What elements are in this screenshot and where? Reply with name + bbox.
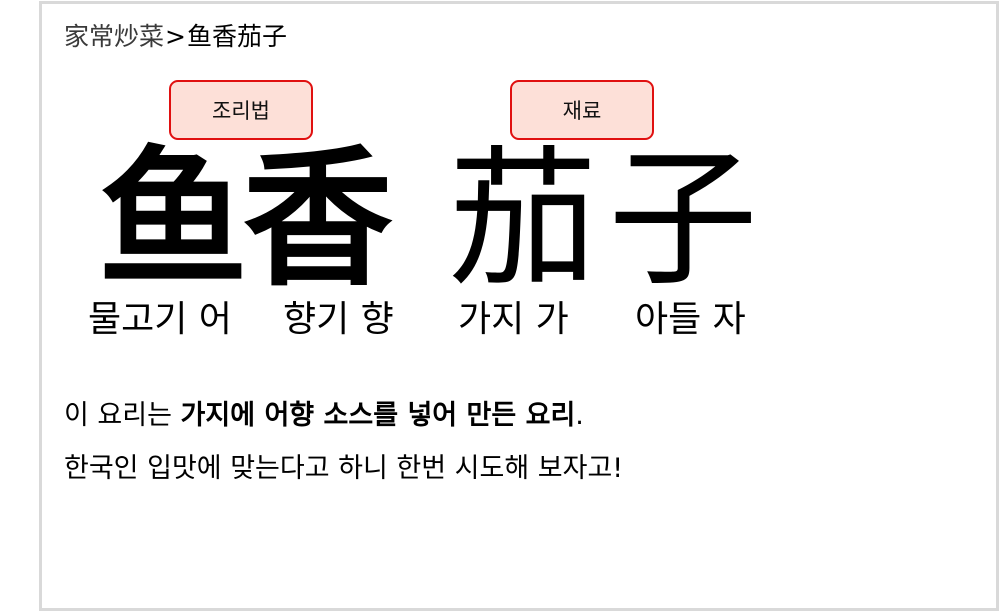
- breadcrumb-current: 鱼香茄子: [186, 22, 287, 51]
- breadcrumb: 家常炒菜>鱼香茄子: [64, 20, 287, 54]
- character-gloss: 물고기 어: [88, 299, 232, 340]
- description-suffix: .: [575, 400, 584, 431]
- breadcrumb-parent[interactable]: 家常炒菜: [64, 22, 165, 51]
- recipe-button[interactable]: 조리법: [169, 80, 313, 140]
- character-gloss: 향기 향: [283, 299, 394, 340]
- description-line-2: 한국인 입맛에 맞는다고 하니 한번 시도해 보자고!: [64, 453, 624, 484]
- dish-character-child: 子: [608, 133, 759, 307]
- ingredients-button[interactable]: 재료: [510, 80, 654, 140]
- ingredients-button-label: 재료: [562, 99, 602, 123]
- description-prefix: 이 요리는: [64, 400, 181, 431]
- dish-character-fragrance: 香: [243, 133, 394, 307]
- breadcrumb-separator: >: [165, 22, 186, 51]
- recipe-button-label: 조리법: [212, 99, 270, 123]
- dish-character-fish: 鱼: [98, 133, 249, 307]
- character-gloss: 가지 가: [458, 299, 569, 340]
- description-highlight: 가지에 어향 소스를 넣어 만든 요리: [180, 400, 576, 431]
- character-gloss: 아들 자: [635, 299, 746, 340]
- dish-character-eggplant: 茄: [448, 133, 599, 307]
- description-line-1: 이 요리는 가지에 어향 소스를 넣어 만든 요리.: [64, 398, 584, 434]
